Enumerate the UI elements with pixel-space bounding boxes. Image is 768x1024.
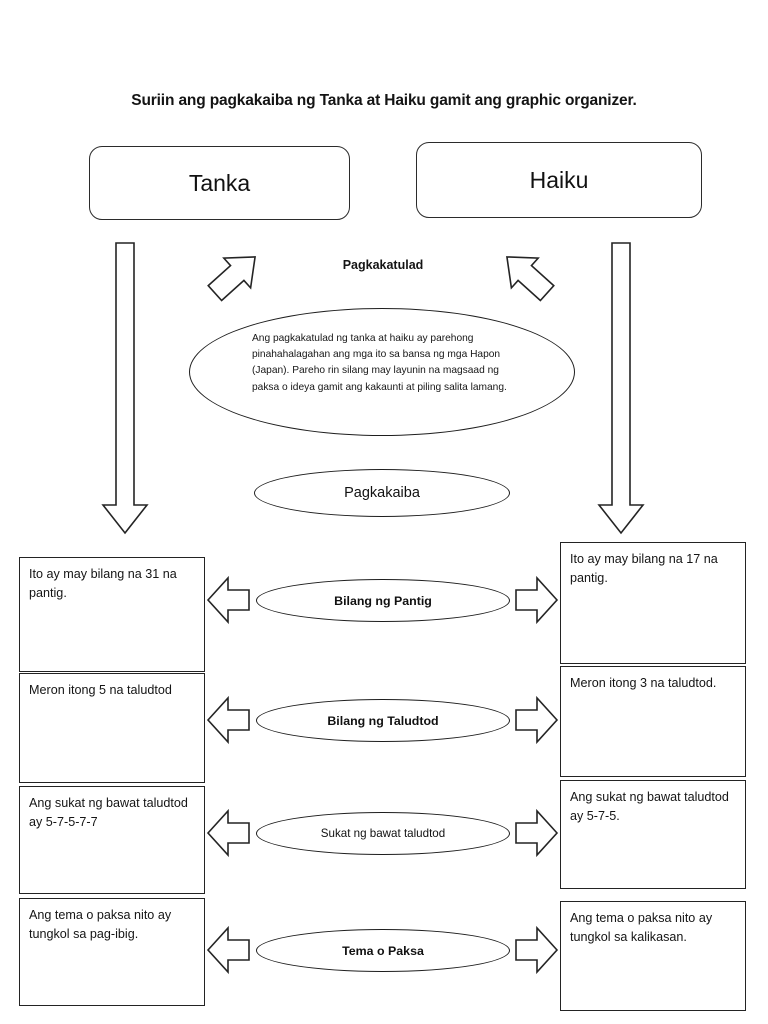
- down-arrow-haiku: [597, 242, 645, 535]
- left-detail-box-1: Ito ay may bilang na 31 na pantig.: [19, 557, 205, 672]
- right-detail-box-2: Meron itong 3 na taludtod.: [560, 666, 746, 777]
- left-detail-text-3: Ang sukat ng bawat taludtod ay 5-7-5-7-7: [29, 796, 188, 829]
- criterion-ellipse-1: Bilang ng Pantig: [256, 579, 510, 622]
- left-arrow-3: [206, 808, 250, 858]
- concept-box-tanka: Tanka: [89, 146, 350, 220]
- right-detail-box-3: Ang sukat ng bawat taludtod ay 5-7-5.: [560, 780, 746, 889]
- criterion-label-3: Sukat ng bawat taludtod: [320, 827, 446, 840]
- diagonal-arrow-tanka: [207, 256, 256, 302]
- right-detail-text-4: Ang tema o paksa nito ay tungkol sa kali…: [570, 911, 713, 944]
- criterion-label-4: Tema o Paksa: [342, 943, 424, 958]
- right-arrow-4: [515, 925, 559, 975]
- left-detail-text-2: Meron itong 5 na taludtod: [29, 683, 172, 697]
- left-detail-box-2: Meron itong 5 na taludtod: [19, 673, 205, 783]
- left-detail-text-1: Ito ay may bilang na 31 na pantig.: [29, 567, 177, 600]
- right-arrow-3: [515, 808, 559, 858]
- left-arrow-1: [206, 575, 250, 625]
- similarity-text: Ang pagkakatulad ng tanka at haiku ay pa…: [252, 333, 507, 393]
- right-arrow-2: [515, 695, 559, 745]
- right-detail-box-4: Ang tema o paksa nito ay tungkol sa kali…: [560, 901, 746, 1011]
- right-detail-text-2: Meron itong 3 na taludtod.: [570, 676, 717, 690]
- similarity-heading: Pagkakatulad: [342, 258, 424, 272]
- left-arrow-4: [206, 925, 250, 975]
- difference-ellipse: Pagkakaiba: [254, 469, 510, 517]
- concept-label-haiku: Haiku: [529, 166, 589, 193]
- concept-label-tanka: Tanka: [188, 169, 251, 196]
- down-arrow-tanka: [101, 242, 149, 535]
- page-title: Suriin ang pagkakaiba ng Tanka at Haiku …: [131, 92, 637, 109]
- diagonal-arrow-haiku: [506, 256, 555, 302]
- left-detail-box-4: Ang tema o paksa nito ay tungkol sa pag-…: [19, 898, 205, 1006]
- left-detail-box-3: Ang sukat ng bawat taludtod ay 5-7-5-7-7: [19, 786, 205, 894]
- difference-label: Pagkakaiba: [344, 485, 420, 501]
- right-detail-box-1: Ito ay may bilang na 17 na pantig.: [560, 542, 746, 664]
- criterion-label-1: Bilang ng Pantig: [334, 593, 432, 608]
- criterion-ellipse-4: Tema o Paksa: [256, 929, 510, 972]
- concept-box-haiku: Haiku: [416, 142, 702, 218]
- similarity-ellipse: Ang pagkakatulad ng tanka at haiku ay pa…: [189, 308, 575, 436]
- criterion-ellipse-2: Bilang ng Taludtod: [256, 699, 510, 742]
- criterion-label-2: Bilang ng Taludtod: [327, 713, 439, 728]
- right-detail-text-1: Ito ay may bilang na 17 na pantig.: [570, 552, 718, 585]
- right-arrow-1: [515, 575, 559, 625]
- criterion-ellipse-3: Sukat ng bawat taludtod: [256, 812, 510, 855]
- left-arrow-2: [206, 695, 250, 745]
- left-detail-text-4: Ang tema o paksa nito ay tungkol sa pag-…: [29, 908, 172, 941]
- right-detail-text-3: Ang sukat ng bawat taludtod ay 5-7-5.: [570, 790, 729, 823]
